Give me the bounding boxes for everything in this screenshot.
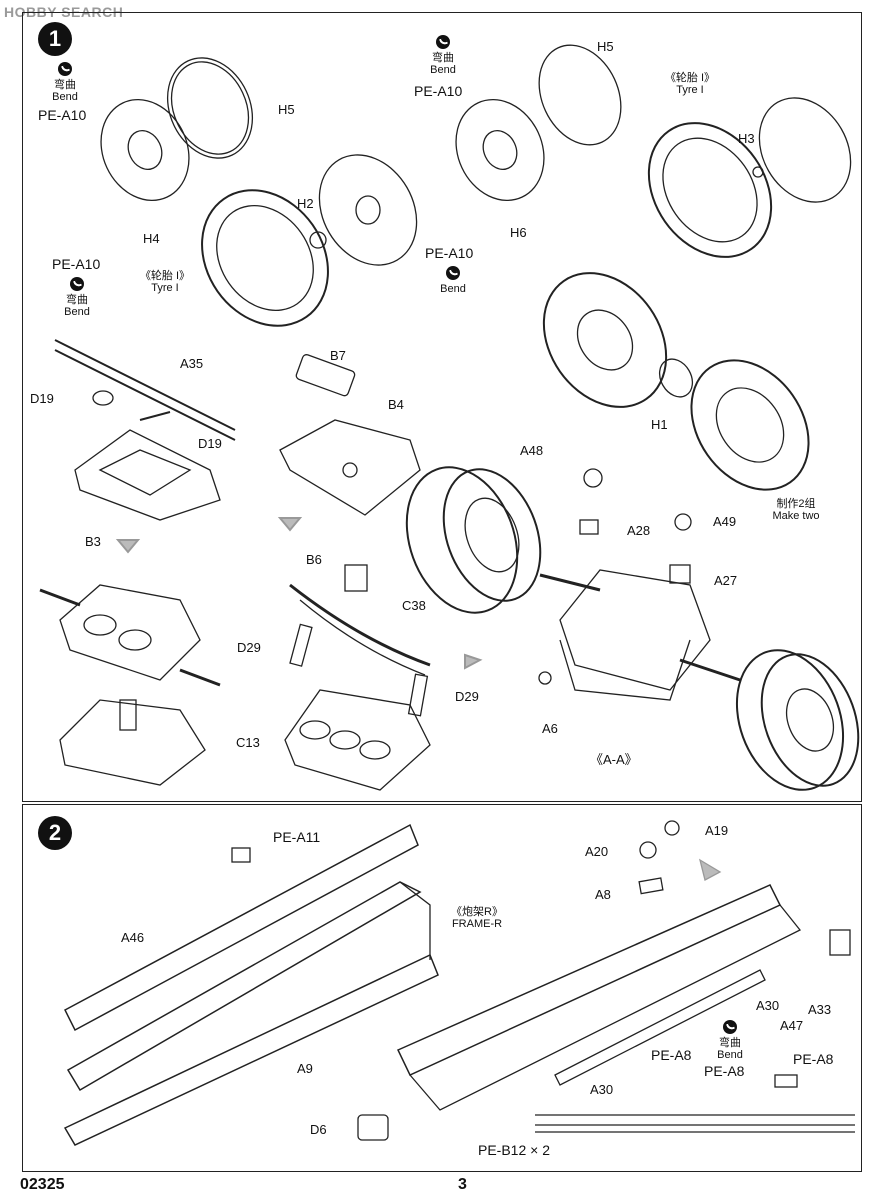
part-label-a30-1: A30 [756,998,780,1013]
part-label-a19: A19 [705,823,729,838]
view-label-a-a: 《A-A》 [590,752,638,767]
step-2-number: 2 [38,816,72,850]
make-two-en: Make two [772,510,820,523]
bend-en: Bend [64,306,90,319]
flow-arrows [115,517,483,670]
wheel-hub-left [100,57,254,202]
bend-note-4: Bend [438,266,468,295]
tyre-en: Tyre I [676,84,704,97]
middle-frame-b6 [284,564,431,791]
frame-en: FRAME-R [451,918,503,931]
part-label-a33: A33 [808,1002,832,1017]
part-label-b3: B3 [85,534,101,549]
frame-left-rails [63,823,439,1146]
make-two-cn: 制作2组 [776,498,816,510]
part-label-a47: A47 [780,1018,804,1033]
part-label-a48: A48 [520,443,544,458]
tyre-h1-assembly [542,272,810,491]
bend-icon [436,35,450,49]
tyre-cn: 《轮胎 I》 [664,72,716,84]
axle-b3-assembly [54,339,236,521]
step-2-panel [22,804,862,1172]
part-label-pe-b12: PE-B12 × 2 [478,1142,550,1158]
bend-cn: 弯曲 [432,52,454,65]
frame-cn: 《炮架R》 [451,906,503,918]
bend-cn: 弯曲 [66,294,88,307]
tyre-cn: 《轮胎 I》 [139,270,191,282]
bend-note-2: 弯曲 Bend [62,277,92,318]
make-two-note: 制作2组 Make two [763,498,829,522]
wheel-hub-right [455,44,622,202]
part-label-a27: A27 [714,573,738,588]
part-label-a49: A49 [713,514,737,529]
bend-cn: 弯曲 [719,1037,741,1050]
step-1-panel [22,12,862,802]
part-label-d29-2: D29 [455,689,479,704]
bend-icon [58,62,72,76]
part-label-pe-a10-3: PE-A10 [414,83,463,99]
dual-wheel-left [405,466,542,614]
frame-right-rails [396,820,855,1133]
part-label-pe-a8-2: PE-A8 [704,1063,745,1079]
frame-stack-left [39,584,221,786]
part-label-d19-2: D19 [198,436,222,451]
part-label-a6: A6 [542,721,558,736]
step-1-number: 1 [38,22,72,56]
bend-note-5: 弯曲 Bend [713,1020,747,1061]
b4-b7-assembly [279,354,421,516]
part-label-d29-1: D29 [237,640,261,655]
part-label-h5-1: H5 [278,102,295,117]
part-label-b4: B4 [388,397,404,412]
bend-en: Bend [717,1049,743,1062]
part-label-a8: A8 [595,887,611,902]
tyre-right-top [647,97,852,258]
tyre-left [201,154,418,327]
tyre-note-1: 《轮胎 I》 Tyre I [135,270,195,294]
part-label-h1: H1 [651,417,668,432]
bend-en: Bend [52,91,78,104]
a-a-assembly [538,468,860,791]
part-label-d6: D6 [310,1122,327,1137]
part-label-a35: A35 [180,356,204,371]
part-label-pe-a10-1: PE-A10 [38,107,87,123]
part-label-a30-2: A30 [590,1082,614,1097]
part-label-pe-a10-4: PE-A10 [425,245,474,261]
part-label-pe-a11: PE-A11 [273,829,321,845]
part-label-h6: H6 [510,225,527,240]
bend-icon [446,266,460,280]
frame-r-note: 《炮架R》 FRAME-R [444,906,510,930]
part-label-d19-1: D19 [30,391,54,406]
kit-number: 02325 [20,1176,65,1193]
bend-note-3: 弯曲 Bend [428,35,458,76]
part-label-a20: A20 [585,844,609,859]
bend-en: Bend [440,283,466,296]
part-label-h4: H4 [143,231,160,246]
tyre-en: Tyre I [151,282,179,295]
page-number: 3 [458,1176,467,1193]
bend-note-1: 弯曲 Bend [50,62,80,103]
part-label-pe-a8-1: PE-A8 [651,1047,692,1063]
part-label-h3: H3 [738,131,755,146]
part-label-h5-2: H5 [597,39,614,54]
bend-en: Bend [430,64,456,77]
part-label-a9: A9 [297,1061,313,1076]
part-label-a46: A46 [121,930,145,945]
part-label-b7: B7 [330,348,346,363]
tyre-note-2: 《轮胎 I》 Tyre I [660,72,720,96]
bend-icon [70,277,84,291]
part-label-h2: H2 [297,196,314,211]
part-label-a28: A28 [627,523,651,538]
part-label-b6: B6 [306,552,322,567]
part-label-pe-a10-2: PE-A10 [52,256,101,272]
part-label-pe-a8-3: PE-A8 [793,1051,834,1067]
bend-cn: 弯曲 [54,79,76,92]
part-label-c38: C38 [402,598,426,613]
part-label-c13: C13 [236,735,260,750]
bend-icon [723,1020,737,1034]
